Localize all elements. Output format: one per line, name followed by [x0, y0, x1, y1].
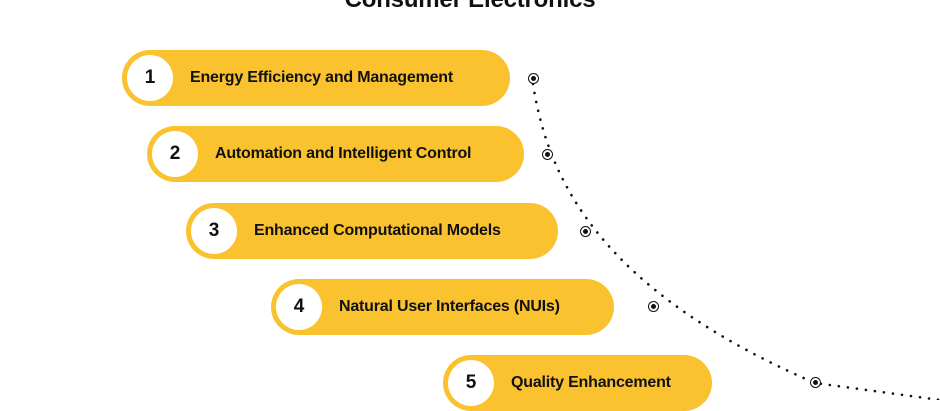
item-2-pill: 2 Automation and Intelligent Control — [147, 126, 524, 182]
item-5-number-badge: 5 — [448, 360, 494, 406]
item-1-number-badge: 1 — [127, 55, 173, 101]
item-1-label: Energy Efficiency and Management — [190, 69, 454, 86]
item-2-number-badge: 2 — [152, 131, 198, 177]
item-3-label: Enhanced Computational Models — [254, 222, 501, 239]
item-2-label: Automation and Intelligent Control — [215, 145, 472, 162]
item-1-marker-icon — [528, 73, 539, 84]
item-5-label: Quality Enhancement — [511, 374, 671, 391]
item-4-label: Natural User Interfaces (NUIs) — [339, 298, 560, 315]
item-4-marker-icon — [648, 301, 659, 312]
item-4-pill: 4 Natural User Interfaces (NUIs) — [271, 279, 614, 335]
item-5-pill: 5 Quality Enhancement — [443, 355, 712, 411]
item-4-number-badge: 4 — [276, 284, 322, 330]
item-3-number-badge: 3 — [191, 208, 237, 254]
item-1-pill: 1 Energy Efficiency and Management — [122, 50, 510, 106]
item-3-pill: 3 Enhanced Computational Models — [186, 203, 558, 259]
item-2-marker-icon — [542, 149, 553, 160]
item-5-marker-icon — [810, 377, 821, 388]
item-3-marker-icon — [580, 226, 591, 237]
diagram-title: Consumer Electronics — [0, 0, 940, 14]
